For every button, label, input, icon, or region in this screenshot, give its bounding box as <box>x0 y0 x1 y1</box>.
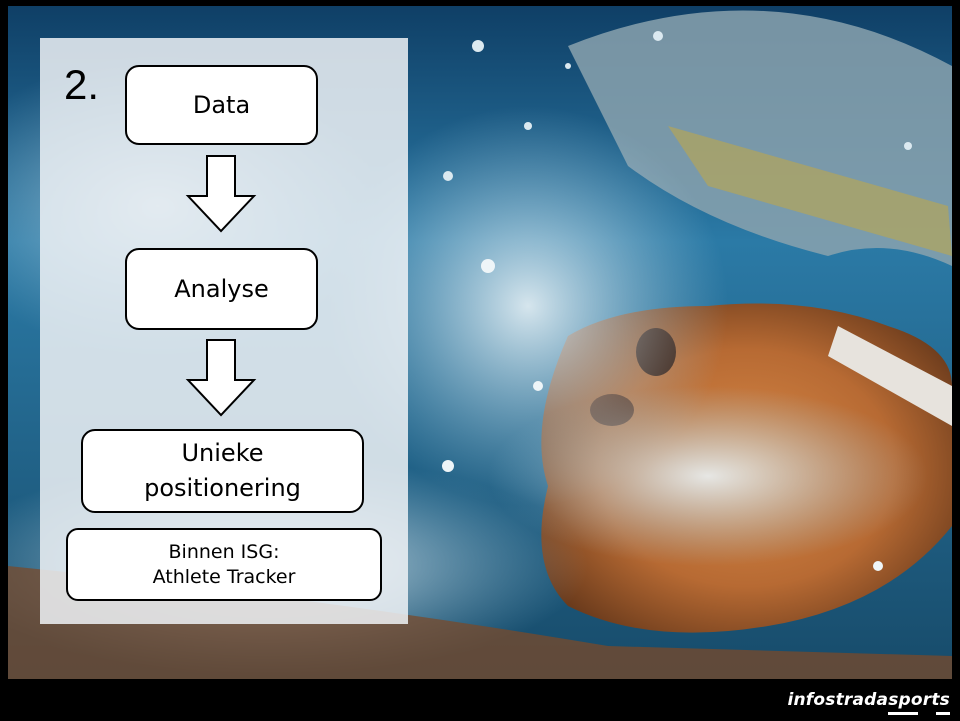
analyse-box: Analyse <box>125 248 318 330</box>
athlete-tracker-line-1: Binnen ISG: <box>168 540 280 563</box>
athlete-tracker-line-2: Athlete Tracker <box>152 565 296 588</box>
down-arrow-icon <box>185 339 257 417</box>
infostradasports-logo: infostradasports <box>787 690 950 710</box>
positioning-box: Unieke positionering <box>81 429 364 513</box>
analyse-box-label: Analyse <box>174 275 269 303</box>
athlete-tracker-box: Binnen ISG: Athlete Tracker <box>66 528 382 601</box>
down-arrow-icon <box>185 155 257 233</box>
positioning-line-2: positionering <box>144 474 301 502</box>
footer-bar <box>0 679 960 721</box>
data-box: Data <box>125 65 318 145</box>
positioning-line-1: Unieke <box>181 439 264 468</box>
logo-underline <box>888 712 950 715</box>
data-box-label: Data <box>192 91 251 119</box>
step-number: 2. <box>64 61 100 108</box>
